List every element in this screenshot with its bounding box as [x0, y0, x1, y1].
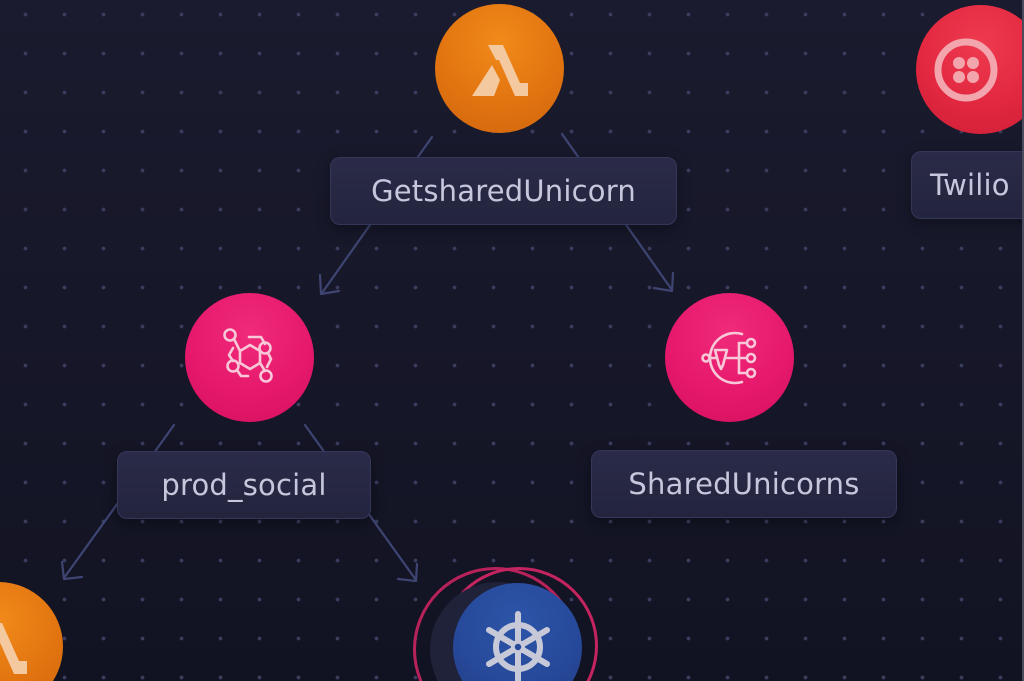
node-label-twilio[interactable]: Twilio [911, 151, 1024, 219]
lambda-node-getsharedunicorn[interactable] [435, 4, 564, 133]
eventbridge-node-prod-social[interactable] [185, 293, 314, 422]
node-label-text: GetsharedUnicorn [371, 174, 636, 208]
lambda-node-bottom-left[interactable] [0, 582, 63, 681]
sns-node-sharedunicorns[interactable] [665, 293, 794, 422]
eventbridge-icon [222, 327, 273, 383]
twilio-icon [934, 38, 997, 101]
aws-lambda-icon [0, 622, 27, 674]
node-label-text: SharedUnicorns [628, 467, 860, 501]
node-label-getsharedunicorn[interactable]: GetsharedUnicorn [330, 157, 677, 225]
node-label-text: prod_social [161, 468, 327, 502]
kubernetes-node[interactable] [453, 583, 582, 681]
twilio-node[interactable] [916, 5, 1024, 134]
kubernetes-icon [485, 610, 550, 681]
node-label-text: Twilio [930, 168, 1010, 202]
sns-topic-icon [700, 331, 756, 384]
node-label-prod-social[interactable]: prod_social [117, 451, 371, 519]
aws-lambda-icon [471, 44, 528, 96]
node-label-sharedunicorns[interactable]: SharedUnicorns [591, 450, 897, 518]
viewport-edge-divider [1022, 0, 1024, 681]
